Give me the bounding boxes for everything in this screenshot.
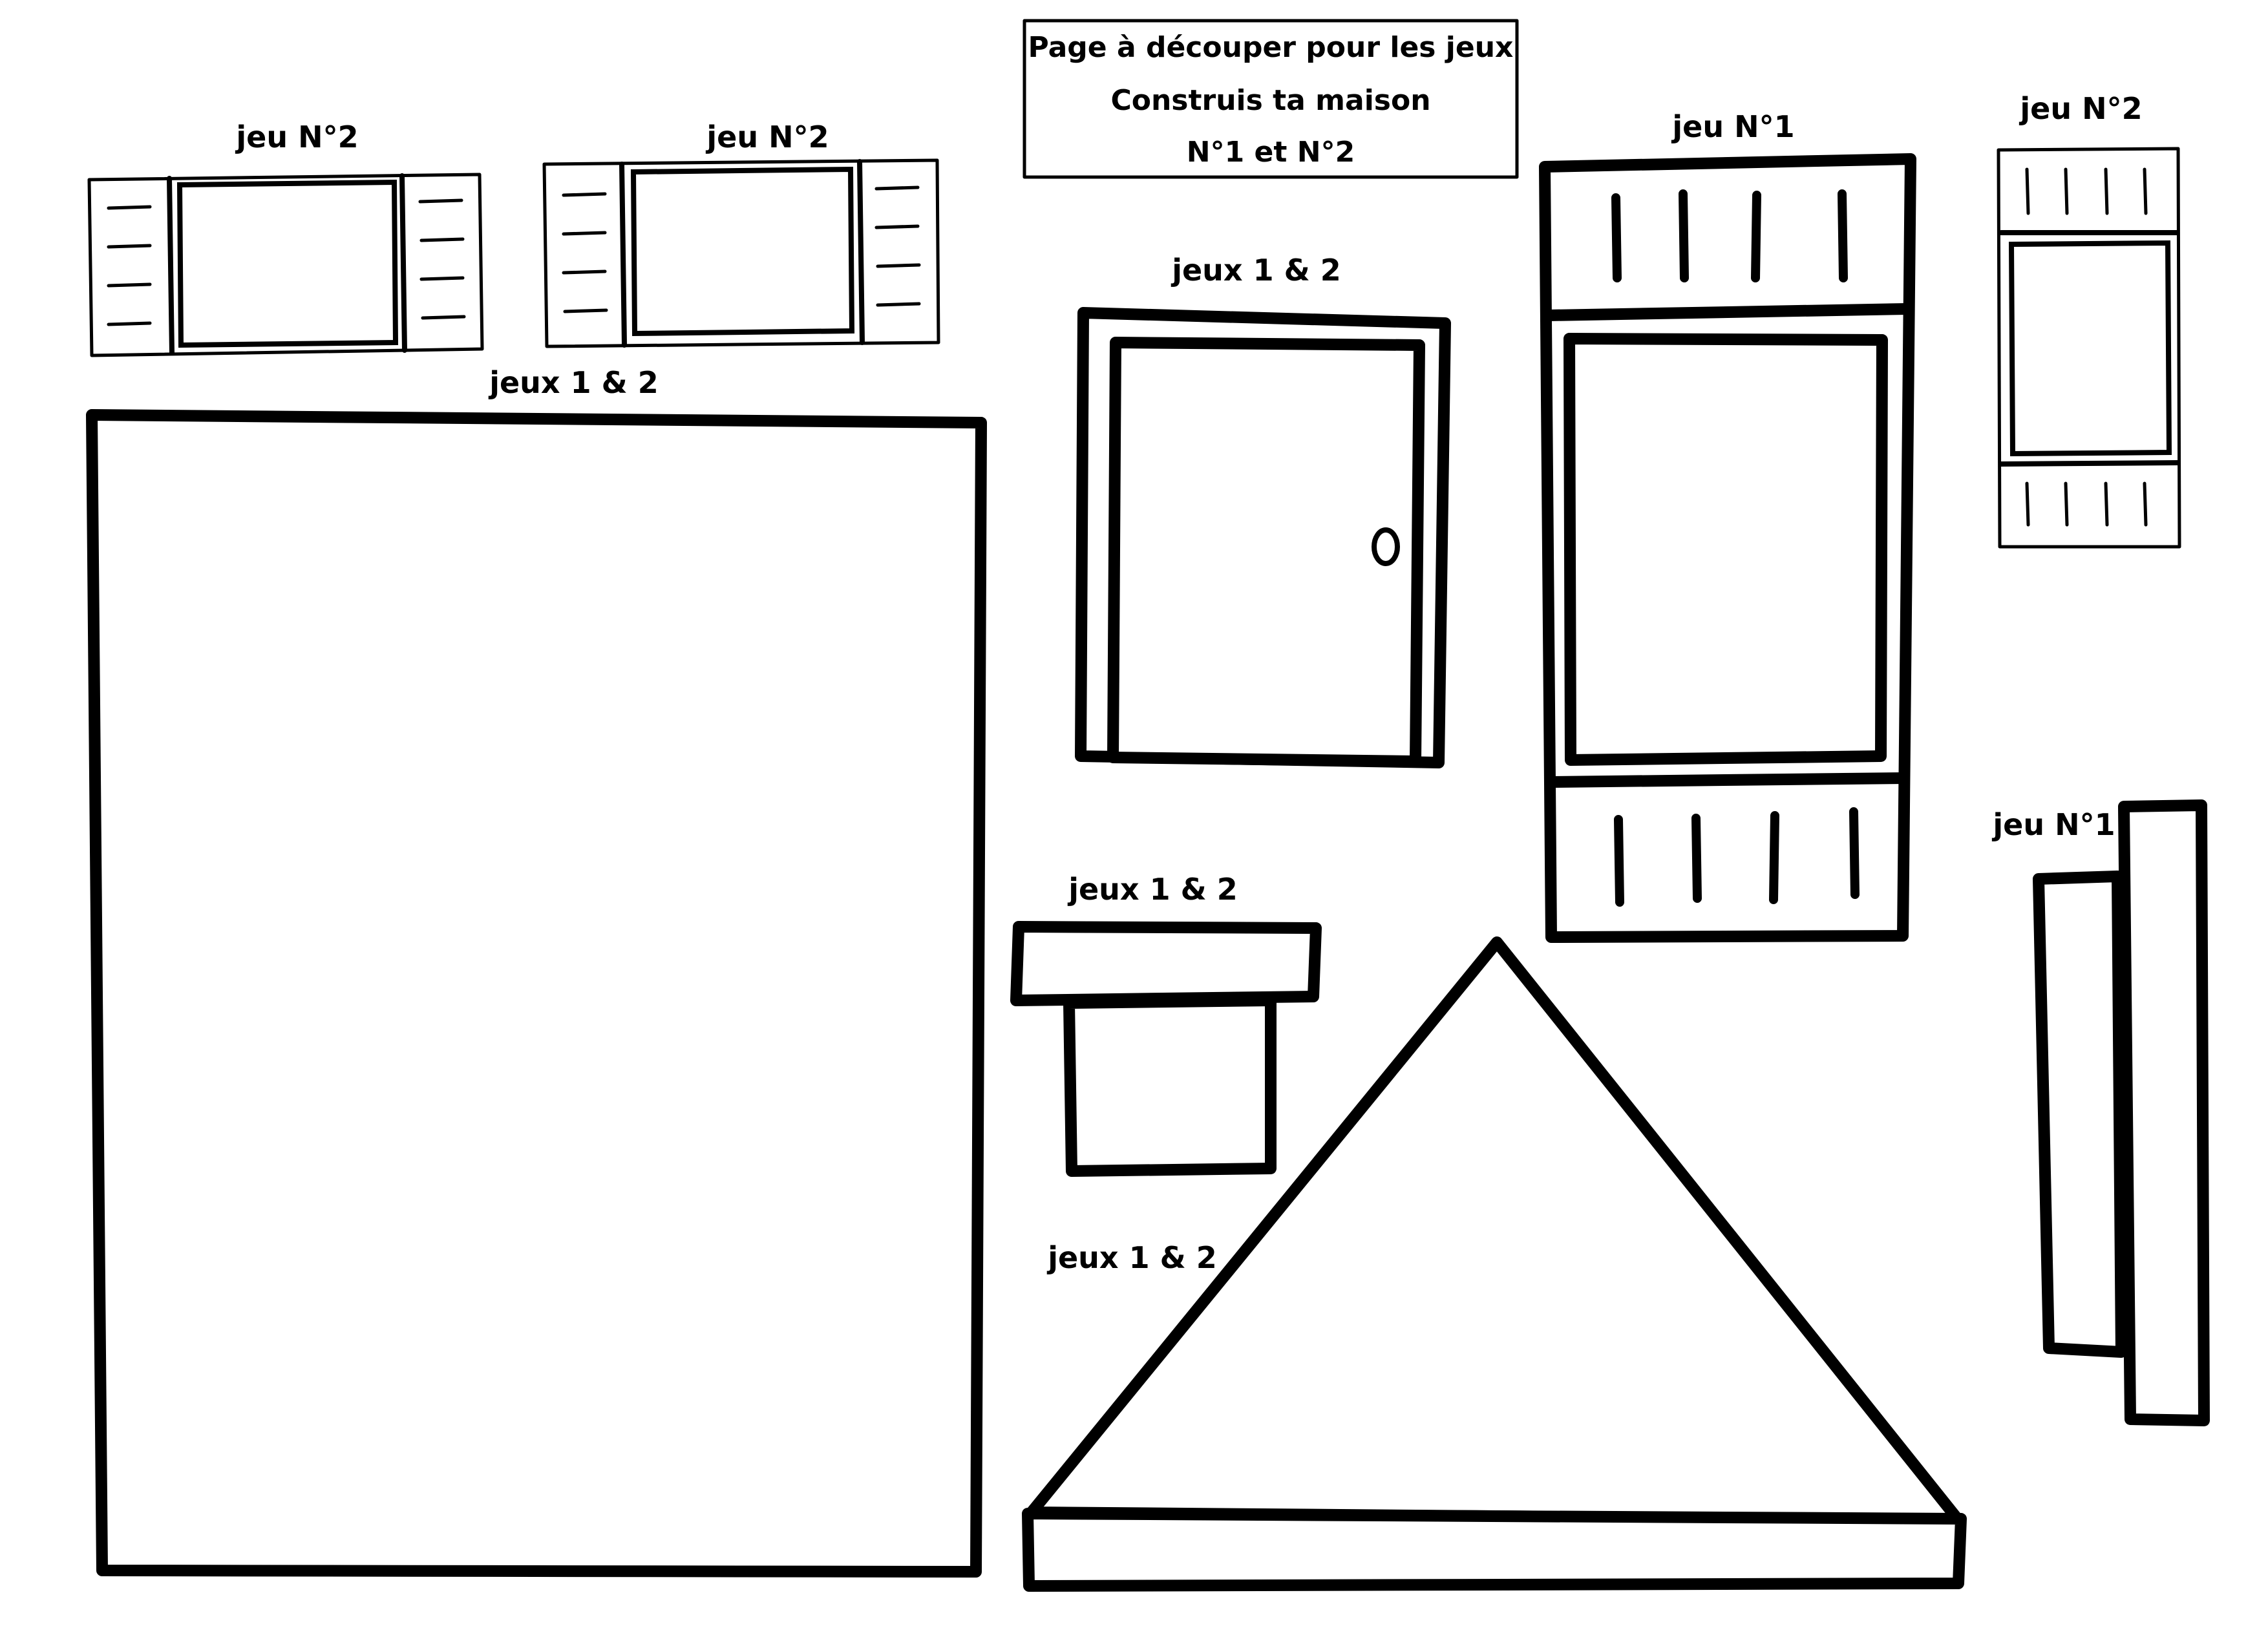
door-label: jeux 1 & 2: [1171, 253, 1341, 288]
tall-window-pane: [1563, 333, 1888, 766]
title-box: Page à découper pour les jeux Construis …: [1023, 19, 1519, 179]
window-middle-frame: [542, 158, 940, 348]
title-line-1: Page à découper pour les jeux: [1028, 31, 1514, 64]
title-line-3: N°1 et N°2: [1187, 136, 1355, 169]
post-tall: [2118, 799, 2210, 1426]
door-knob: [1372, 527, 1400, 566]
window-left-label: jeu N°2: [235, 120, 358, 154]
tall-window: jeu N°1: [1539, 109, 1916, 943]
window-middle-label: jeu N°2: [705, 120, 829, 154]
chimney: jeux 1 & 2: [1010, 872, 1322, 1177]
small-tall-window-frame: [1997, 147, 2181, 549]
tall-window-bottom-divider: [1544, 772, 1910, 788]
title-line-2: Construis ta maison: [1110, 84, 1430, 117]
shuttered-window-left: jeu N°2: [87, 120, 484, 357]
posts-label: jeu N°1: [1991, 807, 2115, 842]
window-left-pane: [176, 179, 399, 348]
tall-window-top-divider: [1543, 303, 1913, 321]
small-tall-window-bottom-slats: [2025, 481, 2148, 527]
tall-window-top-slats: [1611, 189, 1848, 282]
small-tall-window-top-slats: [2025, 167, 2148, 215]
window-left-shutter-slats-left: [107, 205, 152, 326]
roof-base: [1022, 1508, 1967, 1592]
window-middle-shutter-dividers: [619, 159, 865, 348]
door: jeux 1 & 2: [1075, 253, 1451, 768]
small-tall-window-pane: [2008, 240, 2172, 457]
small-tall-window: jeu N°2: [1997, 91, 2181, 549]
post-short: [2033, 871, 2127, 1358]
window-left-frame: [87, 173, 484, 357]
window-middle-shutter-slats-right: [874, 185, 921, 307]
shuttered-window-middle: jeu N°2: [542, 120, 940, 348]
small-tall-window-label: jeu N°2: [2019, 91, 2142, 126]
roof-label: jeux 1 & 2: [1046, 1240, 1217, 1275]
small-tall-window-dividers: [1998, 230, 2181, 467]
window-left-shutter-slats-right: [418, 198, 466, 320]
wall-label: jeux 1 & 2: [488, 365, 659, 400]
chimney-cap: [1010, 921, 1322, 1006]
window-middle-shutter-slats-left: [562, 192, 608, 313]
wall-outline: [86, 409, 987, 1578]
house-wall: jeux 1 & 2: [86, 365, 987, 1578]
tall-window-label: jeu N°1: [1671, 109, 1794, 144]
chimney-label: jeux 1 & 2: [1067, 872, 1238, 907]
posts: jeu N°1: [1991, 799, 2210, 1426]
tall-window-bottom-slats: [1614, 807, 1860, 907]
roof: jeux 1 & 2: [1022, 936, 1967, 1592]
window-left-shutter-dividers: [167, 173, 407, 355]
chimney-stack: [1063, 995, 1277, 1177]
door-leaf: [1107, 337, 1425, 767]
window-middle-pane: [630, 166, 855, 337]
title-box-frame: [1023, 19, 1519, 179]
